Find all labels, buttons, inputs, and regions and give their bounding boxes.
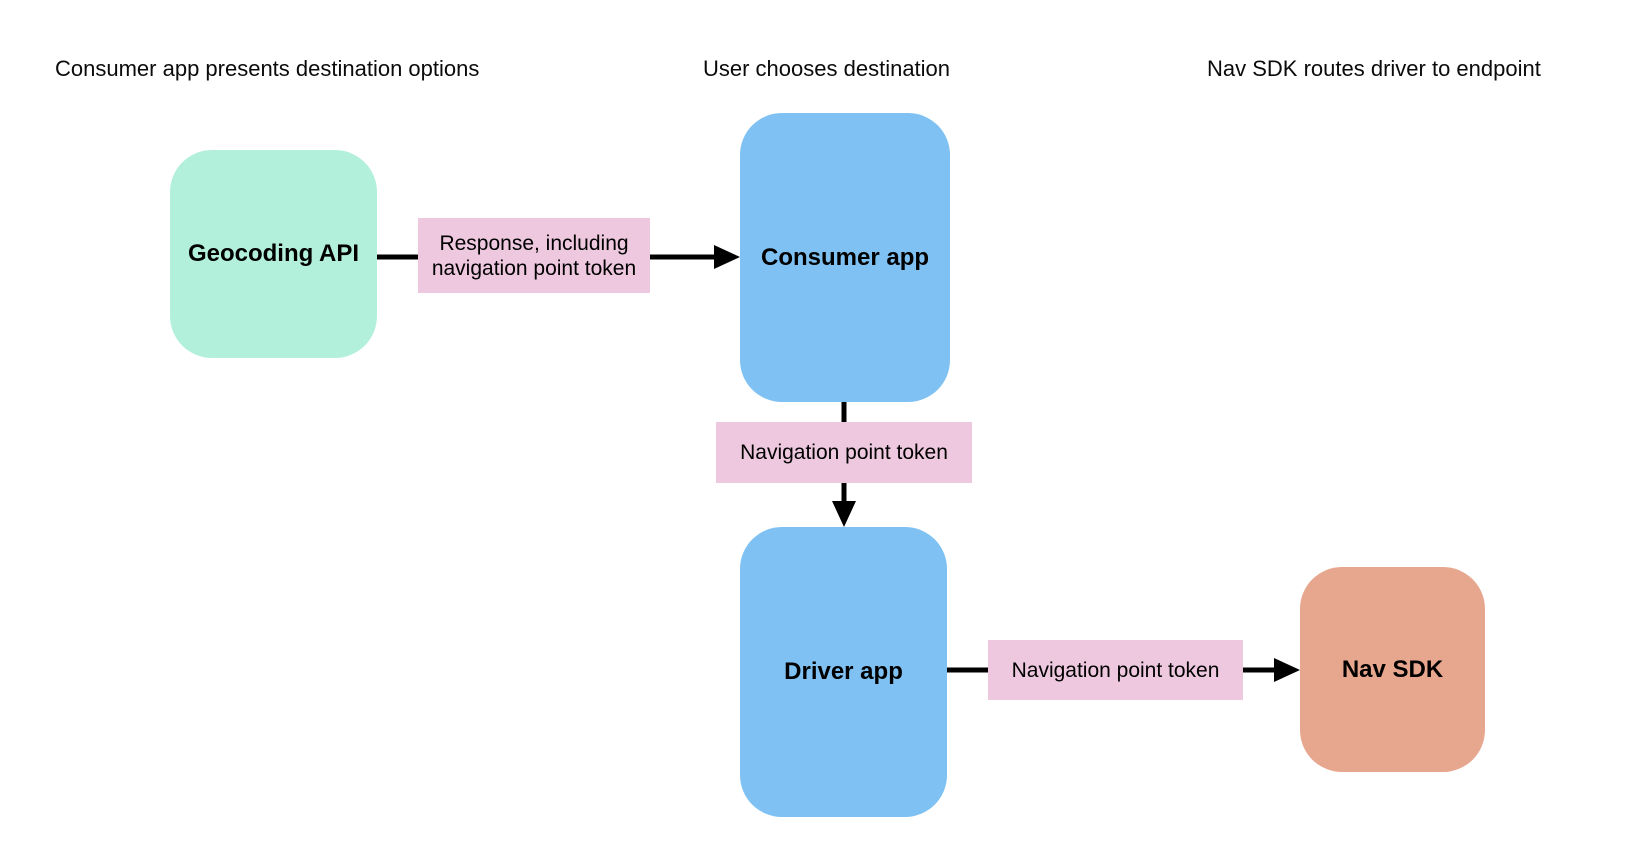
node-nav-sdk: Nav SDK [1300, 567, 1485, 772]
edge-label-navigation-point-token-2: Navigation point token [988, 640, 1243, 700]
node-geocoding-api-label: Geocoding API [187, 240, 360, 267]
arrowhead-right-icon [714, 245, 740, 269]
column-header-consumer-presents: Consumer app presents destination option… [55, 56, 480, 81]
arrowhead-down-icon [832, 501, 856, 527]
column-header-user-chooses: User chooses destination [703, 56, 951, 81]
edge-label-response-token: Response, including navigation point tok… [418, 218, 650, 293]
node-nav-sdk-label: Nav SDK [1341, 655, 1444, 683]
arrow-consumer-to-driver [832, 402, 856, 527]
node-driver-app: Driver app [740, 527, 947, 817]
arrowhead-right-icon [1274, 658, 1300, 682]
node-consumer-app: Consumer app [740, 113, 950, 402]
edge-label-response-token-text: Response, including navigation point tok… [431, 231, 637, 280]
node-consumer-app-label: Consumer app [760, 243, 930, 271]
node-driver-app-label: Driver app [784, 658, 903, 685]
column-header-navsdk-routes: Nav SDK routes driver to endpoint [1207, 56, 1541, 81]
edge-label-navigation-point-token-2-text: Navigation point token [1011, 658, 1220, 682]
edge-label-navigation-point-token-1: Navigation point token [716, 422, 972, 483]
edge-label-navigation-point-token-1-text: Navigation point token [740, 441, 948, 464]
arrow-driver-to-navsdk [947, 658, 1300, 682]
arrow-geocoding-to-consumer [377, 245, 740, 269]
node-geocoding-api: Geocoding API [170, 150, 377, 358]
